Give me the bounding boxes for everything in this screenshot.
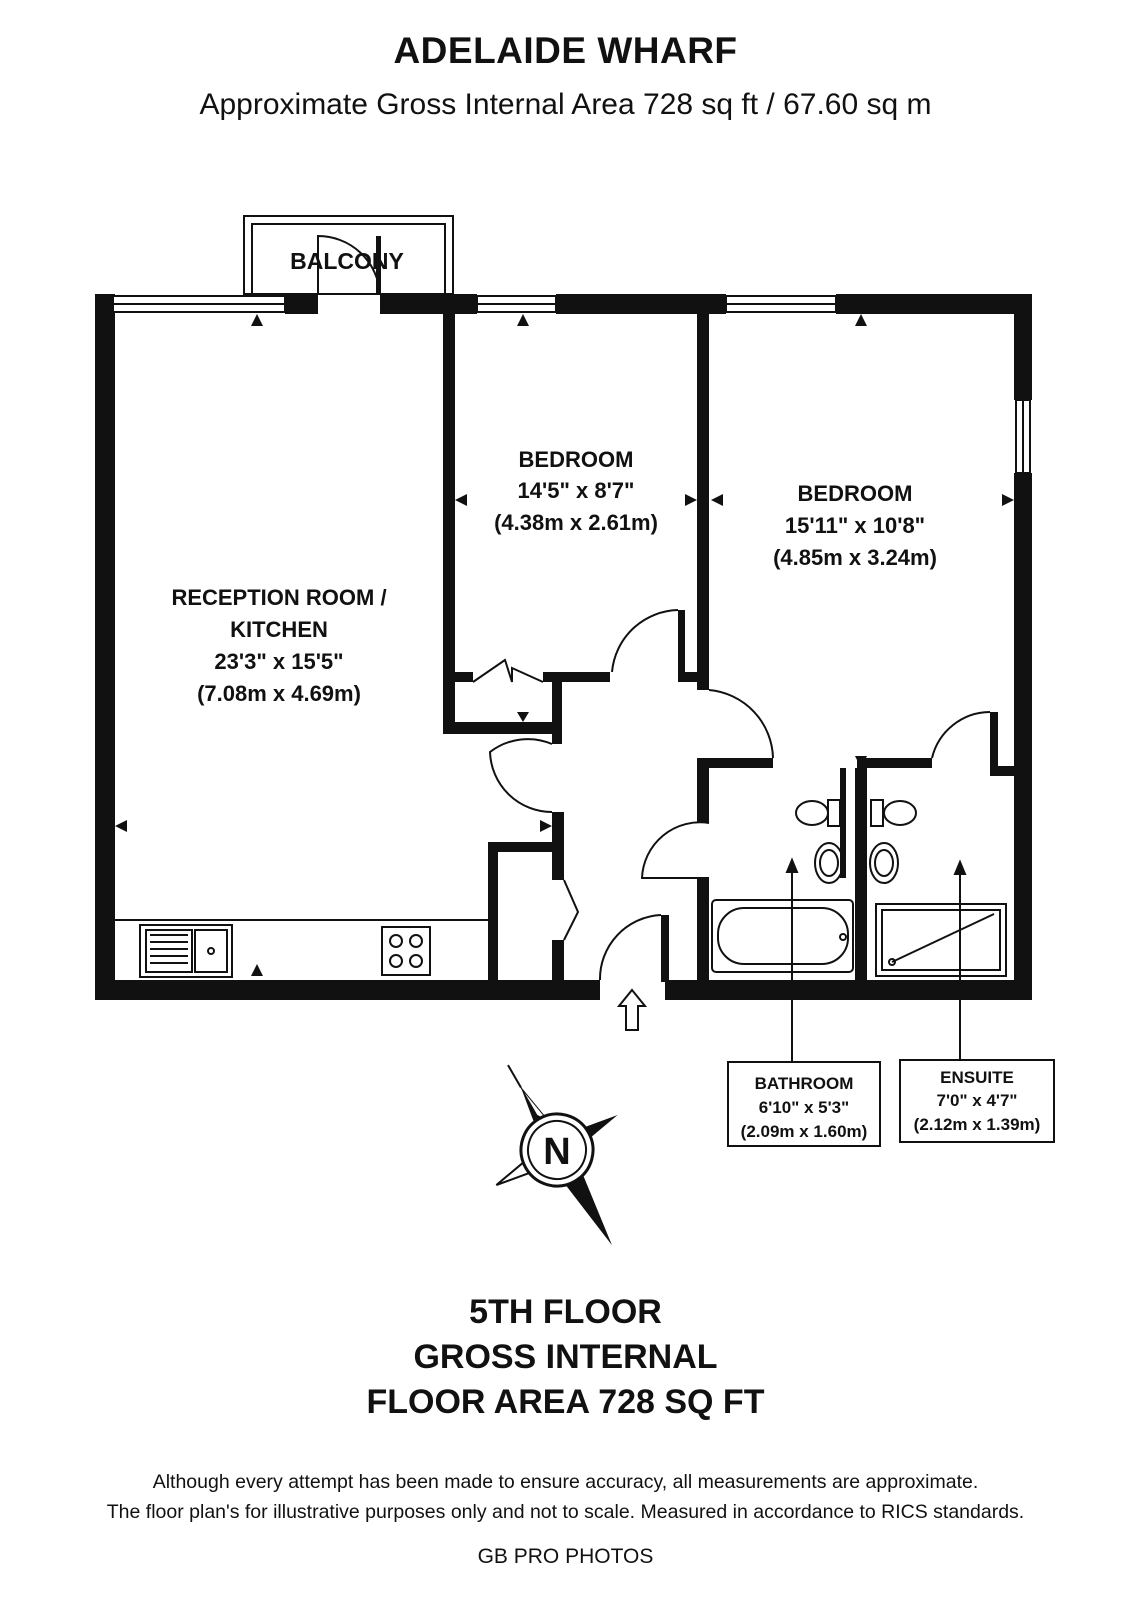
ensuite-size-imperial: 7'0" x 4'7" — [937, 1091, 1018, 1110]
company-name: GB PRO PHOTOS — [477, 1545, 654, 1568]
entrance-arrow-icon — [616, 988, 648, 1031]
disclaimer-line1: Although every attempt has been made to … — [152, 1471, 979, 1493]
floor-line3: FLOOR AREA 728 SQ FT — [366, 1383, 765, 1421]
plan-title: ADELAIDE WHARF — [393, 30, 738, 71]
door-swings — [472, 609, 991, 981]
room-labels: BALCONY BEDROOM 14'5" x 8'7" (4.38m x 2.… — [171, 248, 1040, 1141]
wall-markers — [115, 314, 1014, 976]
ensuite-label: ENSUITE — [940, 1068, 1014, 1087]
bedroom2-size-metric: (4.85m x 3.24m) — [773, 545, 937, 570]
callout-lines — [785, 857, 967, 1062]
interior-walls — [443, 312, 1016, 982]
bedroom1-label: BEDROOM — [519, 447, 634, 472]
floor-line1: 5TH FLOOR — [469, 1293, 662, 1331]
bedroom2-size-imperial: 15'11" x 10'8" — [785, 513, 925, 538]
floor-area-summary: 5TH FLOOR GROSS INTERNAL FLOOR AREA 728 … — [0, 1290, 1131, 1425]
reception-label-line2: KITCHEN — [230, 617, 328, 642]
balcony-label: BALCONY — [290, 248, 404, 274]
bathroom-label: BATHROOM — [755, 1074, 854, 1093]
bedroom1-size-metric: (4.38m x 2.61m) — [494, 510, 658, 535]
bathroom-fixtures — [711, 799, 1007, 977]
compass-label: N — [543, 1131, 570, 1173]
bedroom1-size-imperial: 14'5" x 8'7" — [518, 478, 635, 503]
outer-walls — [95, 294, 1032, 1000]
bathroom-size-metric: (2.09m x 1.60m) — [741, 1122, 868, 1141]
reception-size-imperial: 23'3" x 15'5" — [214, 649, 343, 674]
ensuite-size-metric: (2.12m x 1.39m) — [914, 1115, 1041, 1134]
reception-size-metric: (7.08m x 4.69m) — [197, 681, 361, 706]
callout-boxes — [727, 1059, 1055, 1147]
floor-line2: GROSS INTERNAL — [413, 1338, 718, 1376]
kitchen-units — [115, 919, 488, 978]
balcony — [243, 215, 454, 295]
disclaimer-line2: The floor plan's for illustrative purpos… — [106, 1501, 1025, 1523]
disclaimer: Although every attempt has been made to … — [0, 1467, 1131, 1527]
hob — [381, 926, 431, 976]
plan-area-subtitle: Approximate Gross Internal Area 728 sq f… — [199, 88, 932, 121]
windows — [112, 295, 1031, 474]
reception-label-line1: RECEPTION ROOM / — [171, 585, 386, 610]
north-compass-icon: N — [495, 1064, 618, 1246]
bathroom-size-imperial: 6'10" x 5'3" — [759, 1098, 849, 1117]
bedroom2-label: BEDROOM — [798, 481, 913, 506]
